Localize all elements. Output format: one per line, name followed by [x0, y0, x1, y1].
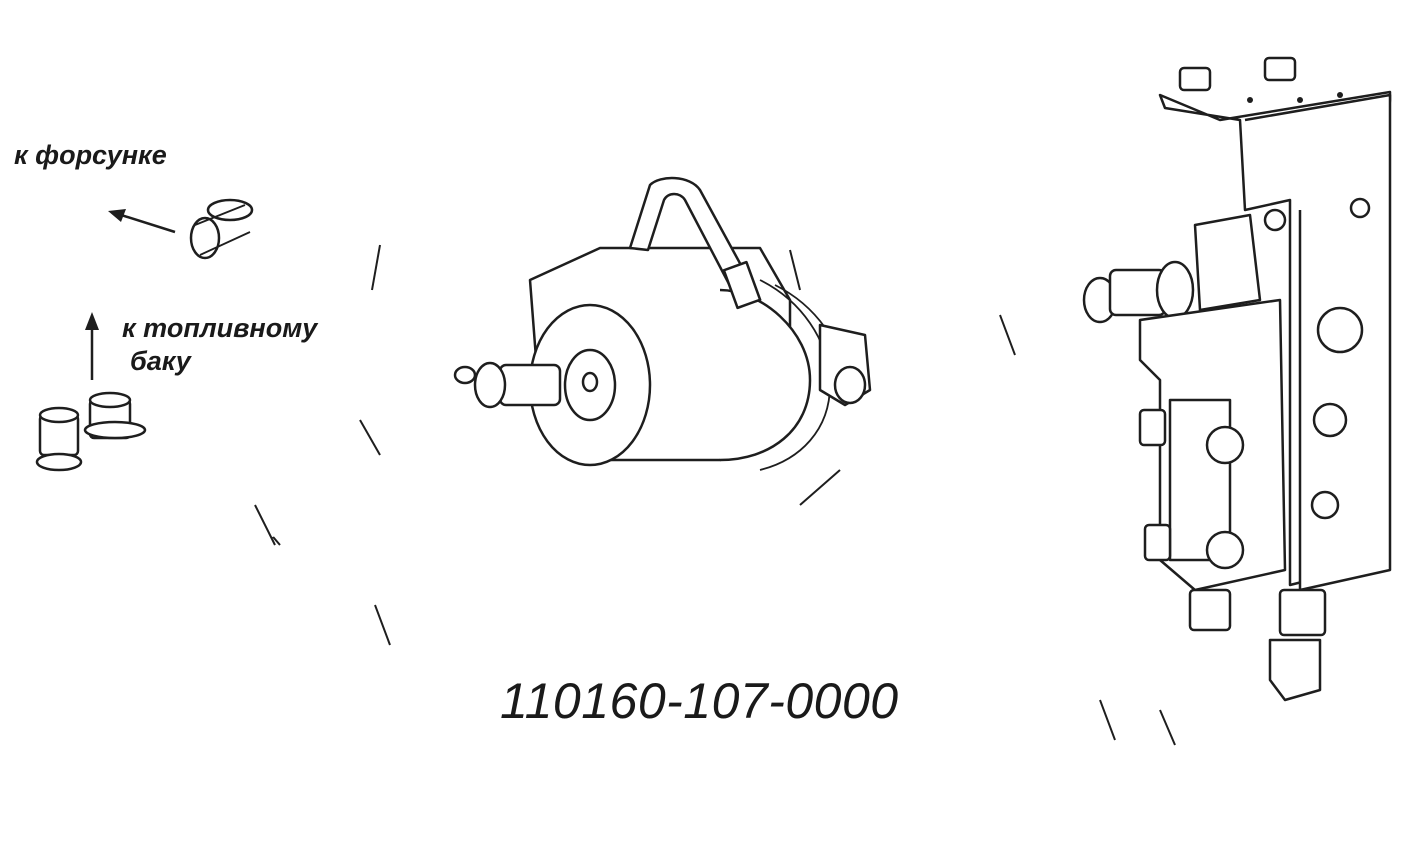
tank-hose	[93, 383, 487, 546]
fuel-pump-block	[1138, 213, 1327, 702]
filter-inlet-fitting	[453, 361, 562, 409]
arrow-to-injector	[108, 209, 176, 234]
tank-connector-right	[83, 391, 147, 440]
arrow-to-tank	[85, 312, 99, 380]
tank-connector-left	[35, 406, 83, 472]
mounting-bracket	[1158, 56, 1392, 592]
label-to-tank-line1: к топливному	[122, 313, 318, 343]
label-to-injector: к форсунке	[14, 140, 167, 170]
fuel-filter	[528, 176, 846, 471]
pump-hose	[743, 248, 1137, 356]
return-hose-loop-second	[94, 425, 1270, 751]
label-to-tank-line2: баку	[130, 346, 191, 376]
filter-outlet-fitting	[818, 323, 872, 407]
label-to-tank: к топливному баку	[122, 312, 317, 378]
part-number: 110160-107-0000	[500, 673, 899, 729]
pump-inlet-fitting	[1082, 260, 1195, 324]
injector-hose-clamp	[189, 198, 254, 260]
